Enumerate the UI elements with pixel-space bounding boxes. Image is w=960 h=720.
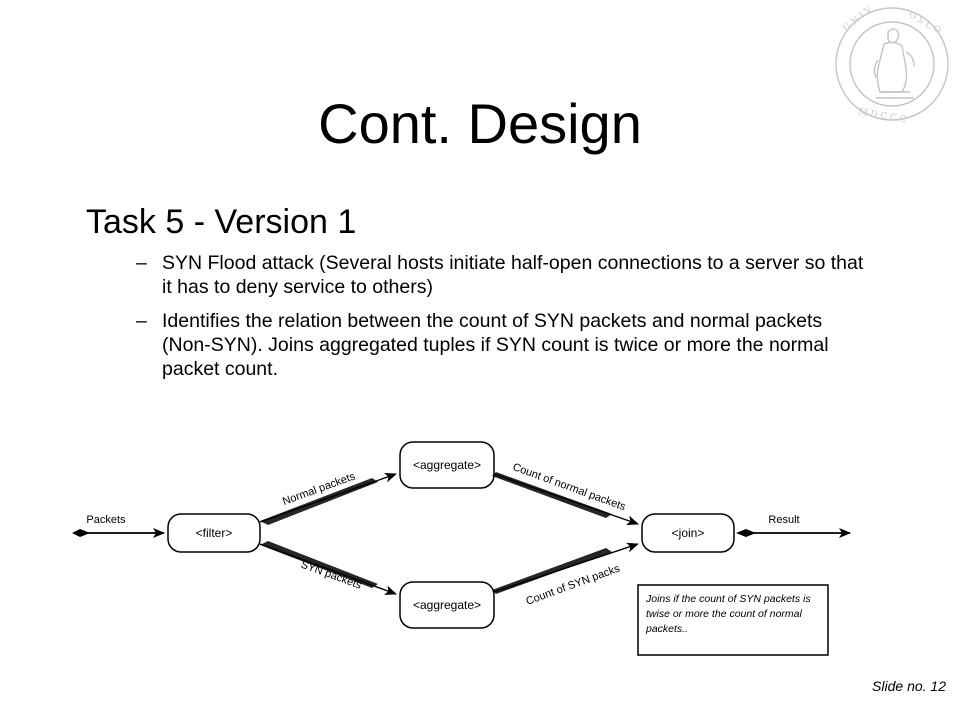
svg-text:U N I V: U N I V <box>842 4 875 34</box>
result-edge <box>736 528 851 538</box>
list-item: – SYN Flood attack (Several hosts initia… <box>136 251 876 299</box>
bullet-text: Identifies the relation between the coun… <box>162 310 829 380</box>
bullet-text: SYN Flood attack (Several hosts initiate… <box>162 252 864 298</box>
filter-node-label: <filter> <box>196 526 233 540</box>
join-node-label: <join> <box>672 526 705 540</box>
note-line-2: twise or more the count of normal <box>646 608 802 620</box>
packets-edge <box>72 528 165 538</box>
dataflow-diagram: Packets <filter> Normal packets SYN pack… <box>72 441 851 656</box>
note-box: Joins if the count of SYN packets is twi… <box>637 584 829 656</box>
note-line-3: packets.. <box>645 623 688 635</box>
section-heading: Task 5 - Version 1 <box>86 203 357 241</box>
result-label: Result <box>768 514 799 526</box>
aggregate-top-label: <aggregate> <box>413 458 481 472</box>
bullet-list: – SYN Flood attack (Several hosts initia… <box>136 251 876 391</box>
join-node: <join> <box>641 513 735 553</box>
count-syn-label: Count of SYN packs <box>524 562 622 607</box>
aggregate-bottom-label: <aggregate> <box>413 598 481 612</box>
normal-packets-edge <box>259 472 397 525</box>
bullet-dash: – <box>136 310 147 332</box>
slide-number: Slide no. 12 <box>872 678 946 694</box>
svg-text:O S L O: O S L O <box>907 10 943 36</box>
bullet-dash: – <box>136 252 147 274</box>
university-seal-icon: U N I V O S L O M D C C C <box>835 4 949 125</box>
count-normal-edge <box>492 472 639 526</box>
filter-node: <filter> <box>167 513 261 553</box>
packets-label: Packets <box>86 514 126 526</box>
aggregate-top-node: <aggregate> <box>399 441 495 489</box>
note-line-1: Joins if the count of SYN packets is <box>645 593 811 605</box>
syn-packets-edge <box>259 541 397 595</box>
page-title: Cont. Design <box>318 92 642 155</box>
aggregate-bottom-node: <aggregate> <box>399 581 495 629</box>
count-syn-edge <box>492 542 639 594</box>
list-item: – Identifies the relation between the co… <box>136 309 876 381</box>
